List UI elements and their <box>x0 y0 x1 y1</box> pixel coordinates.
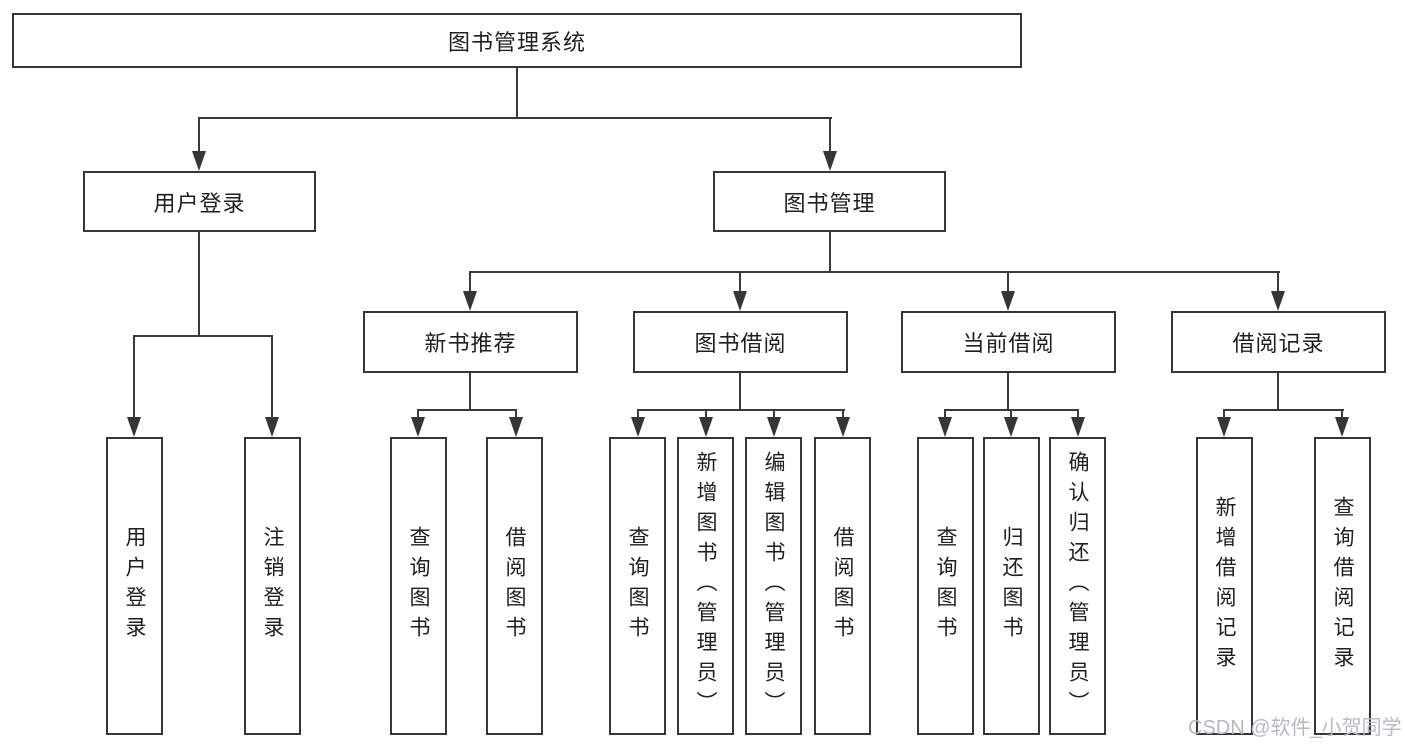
leaf-query-books-current: 查询图书 <box>917 437 974 735</box>
leaf-query-books-current-label: 查询图书 <box>934 526 957 646</box>
connector-line <box>1277 271 1279 295</box>
leaf-add-borrow-record: 新增借阅记录 <box>1196 437 1253 735</box>
arrow-down-icon <box>733 291 747 311</box>
connector-line <box>1223 409 1225 421</box>
connector-line <box>198 117 832 119</box>
arrow-down-icon <box>1001 291 1015 311</box>
node-root-label: 图书管理系统 <box>447 29 586 55</box>
connector-line <box>516 68 518 118</box>
node-book-management: 图书管理 <box>713 171 946 232</box>
node-root: 图书管理系统 <box>12 13 1022 68</box>
arrow-down-icon <box>1071 417 1085 437</box>
connector-line <box>1007 373 1009 410</box>
leaf-return-books: 归还图书 <box>983 437 1040 735</box>
connector-line <box>133 335 135 419</box>
arrow-down-icon <box>767 417 781 437</box>
connector-line <box>1277 373 1279 410</box>
node-book-borrowing: 图书借阅 <box>633 311 848 373</box>
connector-line <box>469 373 471 410</box>
arrow-down-icon <box>823 151 837 171</box>
connector-line <box>417 409 419 421</box>
connector-line <box>1341 409 1343 421</box>
connector-line <box>198 117 200 153</box>
arrow-down-icon <box>1335 417 1349 437</box>
connector-line <box>1007 271 1009 295</box>
connector-line <box>944 409 946 421</box>
connector-line <box>637 409 845 411</box>
connector-line <box>417 409 517 411</box>
leaf-query-books-recommend: 查询图书 <box>390 437 447 735</box>
leaf-confirm-return-admin: 确认归还（管理员） <box>1049 437 1106 735</box>
connector-line <box>198 232 200 336</box>
arrow-down-icon <box>1271 291 1285 311</box>
leaf-query-books-borrowing: 查询图书 <box>609 437 666 735</box>
node-borrowing-records-label: 借阅记录 <box>1232 331 1325 356</box>
arrow-down-icon <box>411 417 425 437</box>
arrow-down-icon <box>836 417 850 437</box>
leaf-edit-books-admin-label: 编辑图书（管理员） <box>762 451 785 721</box>
leaf-query-books-borrowing-label: 查询图书 <box>626 526 649 646</box>
arrow-down-icon <box>938 417 952 437</box>
leaf-return-books-label: 归还图书 <box>1000 526 1023 646</box>
arrow-down-icon <box>127 417 141 437</box>
leaf-logout: 注销登录 <box>244 437 301 735</box>
connector-line <box>637 409 639 421</box>
arrow-down-icon <box>1004 417 1018 437</box>
node-new-book-recommend-label: 新书推荐 <box>424 331 517 356</box>
leaf-edit-books-admin: 编辑图书（管理员） <box>745 437 802 735</box>
connector-line <box>705 409 707 421</box>
connector-line <box>1010 409 1012 421</box>
leaf-query-books-recommend-label: 查询图书 <box>407 526 430 646</box>
leaf-borrow-books: 借阅图书 <box>814 437 871 735</box>
node-borrowing-records: 借阅记录 <box>1171 311 1386 373</box>
node-current-borrowing: 当前借阅 <box>901 311 1116 373</box>
connector-line <box>1223 409 1344 411</box>
leaf-borrow-books-label: 借阅图书 <box>831 526 854 646</box>
connector-line <box>271 335 273 419</box>
connector-line <box>469 271 1280 273</box>
leaf-query-borrow-record-label: 查询借阅记录 <box>1331 496 1354 676</box>
leaf-add-borrow-record-label: 新增借阅记录 <box>1213 496 1236 676</box>
arrow-down-icon <box>192 151 206 171</box>
connector-line <box>1077 409 1079 421</box>
leaf-borrow-books-recommend: 借阅图书 <box>486 437 543 735</box>
node-user-login-label: 用户登录 <box>153 190 246 216</box>
leaf-logout-label: 注销登录 <box>261 526 284 646</box>
arrow-down-icon <box>631 417 645 437</box>
leaf-user-login-label: 用户登录 <box>123 526 146 646</box>
connector-line <box>842 409 844 421</box>
csdn-watermark: CSDN @软件_小贺同学 <box>1188 717 1402 739</box>
leaf-borrow-books-recommend-label: 借阅图书 <box>503 526 526 646</box>
connector-line <box>773 409 775 421</box>
leaf-user-login: 用户登录 <box>106 437 163 735</box>
leaf-confirm-return-admin-label: 确认归还（管理员） <box>1066 451 1089 721</box>
arrow-down-icon <box>509 417 523 437</box>
arrow-down-icon <box>1217 417 1231 437</box>
leaf-query-borrow-record: 查询借阅记录 <box>1314 437 1371 735</box>
connector-line <box>829 117 831 153</box>
node-new-book-recommend: 新书推荐 <box>363 311 578 373</box>
connector-line <box>515 409 517 421</box>
connector-line <box>133 335 273 337</box>
arrow-down-icon <box>265 417 279 437</box>
node-current-borrowing-label: 当前借阅 <box>962 331 1055 356</box>
leaf-add-books-admin: 新增图书（管理员） <box>677 437 734 735</box>
leaf-add-books-admin-label: 新增图书（管理员） <box>694 451 717 721</box>
arrow-down-icon <box>699 417 713 437</box>
node-book-management-label: 图书管理 <box>783 190 876 216</box>
connector-line <box>469 271 471 295</box>
connector-line <box>739 373 741 410</box>
connector-line <box>829 232 831 272</box>
arrow-down-icon <box>463 291 477 311</box>
node-user-login: 用户登录 <box>83 171 316 232</box>
connector-line <box>739 271 741 295</box>
node-book-borrowing-label: 图书借阅 <box>694 331 787 356</box>
